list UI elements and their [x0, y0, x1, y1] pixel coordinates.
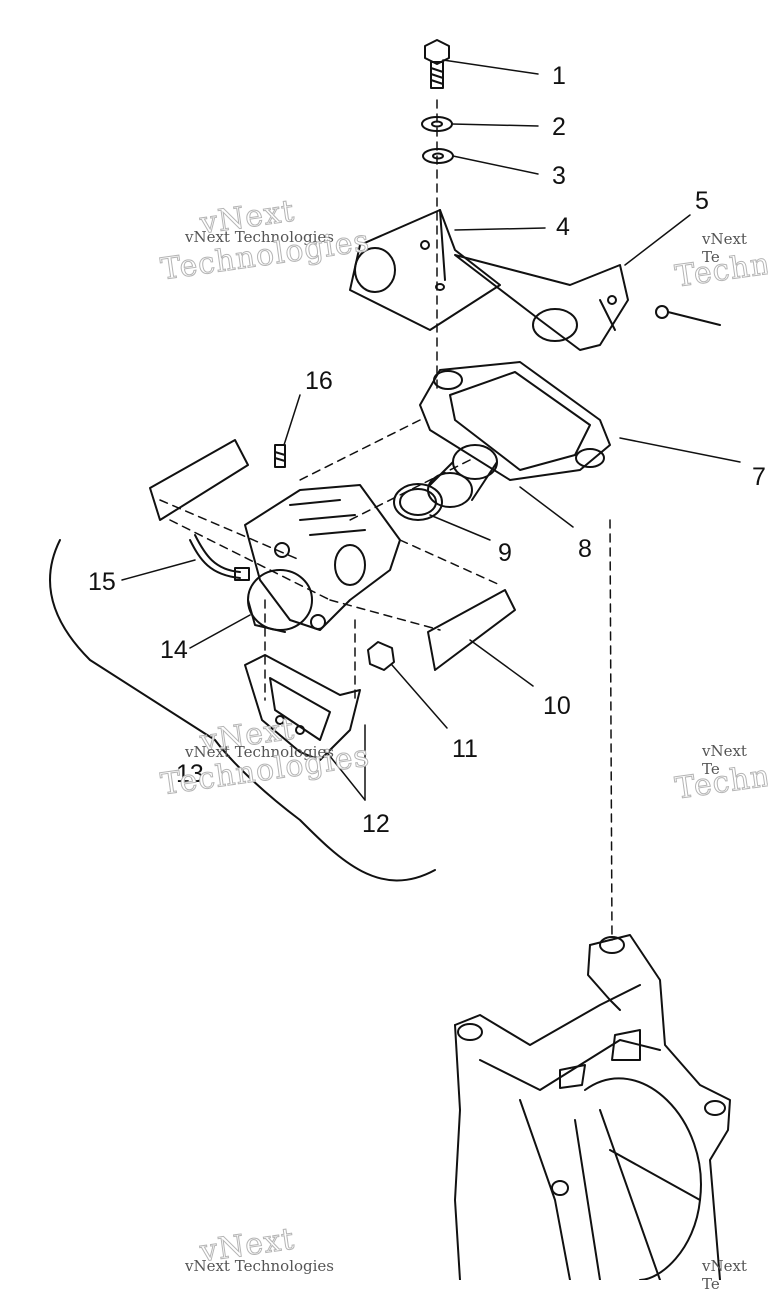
- caliper-body: [244, 484, 401, 631]
- shim-part-10: [427, 589, 516, 671]
- watermark-text: vNext Te: [702, 742, 747, 778]
- shim-left: [149, 439, 249, 521]
- washer-part-3: [422, 148, 454, 164]
- callout-4: 4: [556, 213, 570, 241]
- leader-lines: [121, 59, 741, 801]
- brake-pad-part-12: [244, 654, 361, 761]
- frame-casting: [454, 934, 731, 1280]
- callout-2: 2: [552, 113, 566, 141]
- bleeder-screw-part-16: [274, 444, 286, 468]
- callout-7: 7: [752, 463, 766, 491]
- callout-12: 12: [362, 810, 390, 838]
- callout-3: 3: [552, 162, 566, 190]
- caliper-housing-part-14: [247, 569, 313, 633]
- lever-arm-part-5: [454, 254, 721, 351]
- watermark-text: vNext Te: [702, 230, 747, 266]
- callout-10: 10: [543, 692, 571, 720]
- callout-9: 9: [498, 539, 512, 567]
- callout-5: 5: [695, 187, 709, 215]
- watermark-text: vNext Technologies: [185, 743, 335, 761]
- callout-11: 11: [452, 735, 478, 763]
- watermark-text: vNext Technologies: [185, 1257, 335, 1275]
- bolt-part-1: [424, 39, 450, 89]
- piston-part-8: [427, 444, 498, 508]
- callout-13: 13: [176, 760, 204, 788]
- callout-16: 16: [305, 367, 333, 395]
- callout-1: 1: [552, 62, 566, 90]
- callout-8: 8: [578, 535, 592, 563]
- callout-15: 15: [88, 568, 116, 596]
- seal-ring-part-9: [393, 483, 443, 521]
- frame-plate-part-7: [419, 361, 611, 481]
- callout-14: 14: [160, 636, 188, 664]
- bracket-part-4: [349, 209, 501, 331]
- nut-part-11: [367, 641, 395, 671]
- watermark-text: vNext Technologies: [185, 228, 335, 246]
- assembly-lines: [159, 99, 613, 941]
- group-bracket-13: [49, 539, 436, 882]
- watermark-text: vNext Te: [702, 1257, 747, 1293]
- brake-line-part-15: [189, 534, 250, 581]
